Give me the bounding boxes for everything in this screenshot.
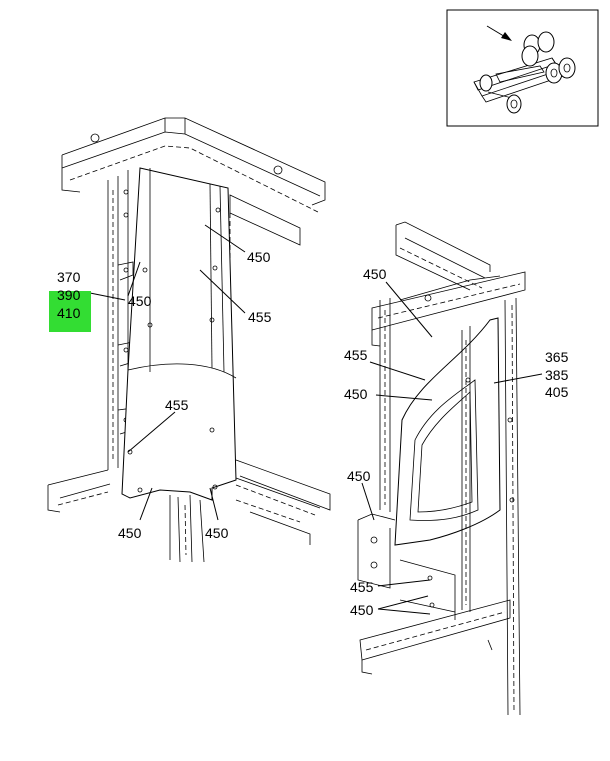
callout-410: 410 <box>57 305 81 321</box>
callout-455-right-low: 455 <box>350 579 374 595</box>
callout-455-right-top: 455 <box>344 347 368 363</box>
callout-450-right-low: 450 <box>347 468 371 484</box>
locator-inset <box>446 9 599 127</box>
leader-lines <box>89 224 543 615</box>
direction-arrow-icon <box>486 25 512 41</box>
callout-450-right-top: 450 <box>363 266 387 282</box>
callout-385: 385 <box>545 367 569 383</box>
callout-450-left-bottom-b: 450 <box>205 525 229 541</box>
callout-450-left-bottom-a: 450 <box>118 525 142 541</box>
callout-390: 390 <box>57 287 81 303</box>
callout-450-right-mid: 450 <box>344 386 368 402</box>
callout-370: 370 <box>57 269 81 285</box>
callout-405: 405 <box>545 384 569 400</box>
truck-chassis-locator-icon <box>473 31 576 114</box>
callout-455-left: 455 <box>248 309 272 325</box>
locator-frame <box>446 9 599 127</box>
left-assembly <box>47 117 331 563</box>
highlighted-part-box <box>49 291 91 332</box>
callout-455-left-center: 455 <box>165 397 189 413</box>
callout-450-right-bottom: 450 <box>350 602 374 618</box>
callout-labels: 370 390 410 450 450 455 455 450 450 450 … <box>57 249 569 618</box>
callout-365: 365 <box>545 349 569 365</box>
right-assembly <box>357 221 526 716</box>
callout-450-left-top: 450 <box>247 249 271 265</box>
callout-450-left-mid: 450 <box>128 293 152 309</box>
